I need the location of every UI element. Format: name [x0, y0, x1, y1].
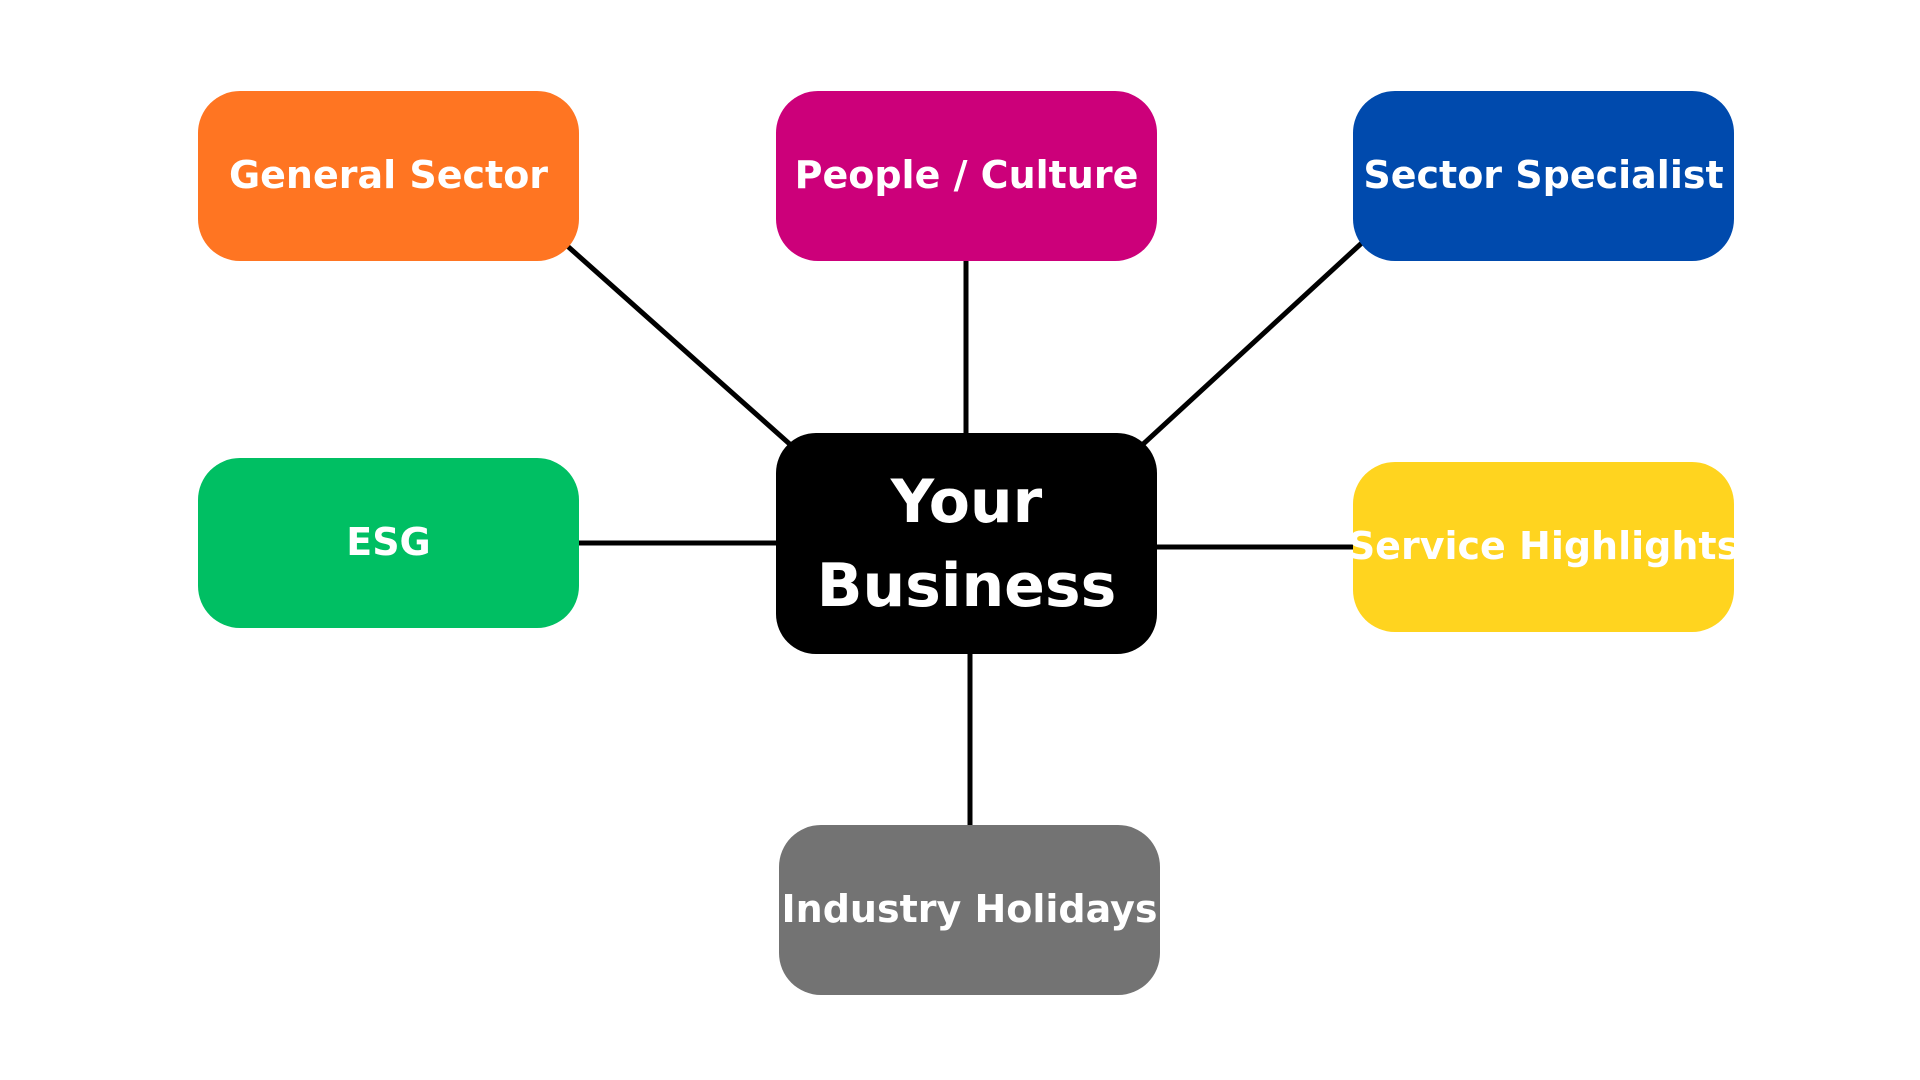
node-esg: ESG: [198, 458, 579, 628]
node-label: Industry Holidays: [781, 887, 1158, 932]
node-label: Service Highlights: [1347, 524, 1740, 569]
node-people-culture: People / Culture: [776, 91, 1157, 261]
node-label: People / Culture: [794, 153, 1139, 198]
center-label: Your Business: [816, 466, 1117, 621]
node-sector-specialist: Sector Specialist: [1353, 91, 1734, 261]
node-your-business: Your Business: [776, 433, 1157, 654]
node-label: ESG: [346, 520, 431, 565]
node-service-highlights: Service Highlights: [1348, 462, 1739, 632]
node-industry-holidays: Industry Holidays: [779, 825, 1160, 995]
node-label: General Sector: [228, 153, 549, 198]
node-label: Sector Specialist: [1363, 153, 1724, 198]
node-general-sector: General Sector: [198, 91, 579, 261]
connector-sector-specialist: [1138, 238, 1367, 449]
connector-general-sector: [562, 241, 795, 449]
